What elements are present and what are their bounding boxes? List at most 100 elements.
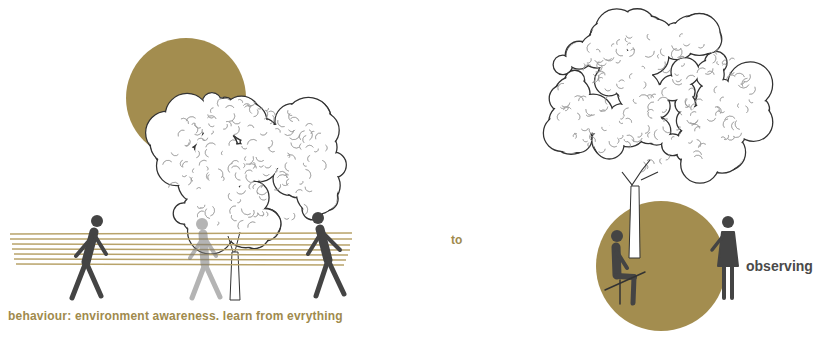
crown-lobe: [563, 117, 589, 143]
crown-texture: [296, 190, 303, 193]
crown-texture: [601, 110, 605, 112]
crown-texture: [679, 57, 684, 61]
crown-texture: [304, 204, 308, 214]
crown-texture: [210, 108, 213, 113]
crown-texture: [689, 88, 694, 90]
sitting-person: [605, 230, 645, 304]
crown-lobe: [257, 209, 279, 231]
crown-texture: [560, 107, 564, 109]
crown-texture: [620, 135, 623, 139]
crown-fill: [641, 20, 671, 50]
crown-texture: [248, 210, 254, 217]
crown-lobe: [680, 122, 711, 153]
crown-texture: [579, 96, 587, 101]
crown-texture: [278, 120, 285, 127]
crown-fill: [241, 126, 271, 156]
crown-fill: [196, 172, 223, 199]
crown-lobe: [195, 128, 239, 172]
crown-lobe: [191, 156, 228, 193]
crown-fill: [683, 128, 716, 161]
crown-fill: [162, 143, 192, 173]
crown-texture: [685, 104, 689, 107]
path-lines: [10, 233, 352, 265]
crown-texture: [595, 60, 603, 63]
crown-lobe: [178, 160, 222, 204]
crown-fill: [303, 113, 338, 148]
crown-texture: [679, 56, 685, 59]
crown-texture: [631, 49, 635, 51]
crown-texture: [715, 107, 719, 110]
crown-texture: [716, 49, 719, 55]
crown-lobe: [623, 96, 649, 122]
crown-lobe: [565, 70, 585, 90]
crown-texture: [722, 64, 727, 66]
crown-fill: [555, 104, 588, 137]
crown-lobe: [280, 129, 318, 167]
crown-texture: [217, 222, 219, 225]
crown-fill: [592, 24, 613, 45]
crown-texture: [565, 106, 568, 110]
crown-texture: [265, 165, 271, 168]
crown-lobe: [206, 129, 237, 160]
crown-fill: [660, 24, 695, 59]
crown-lobe: [221, 106, 240, 125]
crown-lobe: [275, 104, 311, 140]
crown-fill: [619, 70, 638, 89]
crown-fill: [702, 133, 741, 172]
crown-fill: [707, 101, 739, 133]
crown-lobe: [214, 176, 240, 202]
crown-fill: [179, 161, 221, 203]
crown-fill: [729, 63, 771, 105]
crown-lobe: [198, 98, 242, 142]
crown-texture: [228, 193, 232, 201]
crown-fill: [250, 143, 276, 169]
crown-lobe: [640, 19, 672, 51]
crown-texture: [180, 160, 182, 167]
crown-lobe: [717, 92, 754, 129]
crown-texture: [300, 144, 302, 150]
crown-fill: [151, 123, 191, 163]
crown-fill: [308, 133, 335, 160]
crown-texture: [325, 145, 327, 151]
crown-fill: [562, 129, 579, 146]
crown-fill: [182, 193, 223, 234]
crown-fill: [566, 89, 585, 108]
crown-lobe: [622, 19, 659, 56]
crown-lobe: [643, 117, 671, 145]
crown-fill: [678, 20, 709, 51]
crown-fill: [568, 45, 587, 64]
crown-texture: [207, 116, 216, 119]
crown-fill: [566, 71, 583, 88]
crown-texture: [645, 125, 649, 133]
crown-lobe: [626, 81, 660, 115]
crown-texture: [260, 132, 267, 135]
crown-texture: [660, 49, 664, 56]
crown-texture: [221, 151, 222, 155]
crown-texture: [286, 179, 289, 186]
crown-fill: [232, 207, 257, 232]
crown-texture: [205, 209, 210, 219]
crown-lobe: [188, 208, 234, 254]
crown-fill: [677, 123, 720, 166]
crown-lobe: [174, 151, 197, 174]
crown-fill: [282, 158, 300, 176]
crown-texture: [587, 58, 591, 63]
crown-texture: [695, 99, 703, 103]
crown-lobe: [195, 171, 224, 200]
crown-texture: [627, 142, 630, 149]
crown-lobe: [686, 104, 723, 141]
crown-texture: [306, 145, 313, 147]
walking-person: [308, 212, 344, 296]
crown-texture: [728, 137, 735, 140]
crown-fill: [241, 144, 278, 181]
crown-lobe: [676, 122, 721, 167]
crown-fill: [220, 194, 247, 221]
crown-texture: [617, 84, 624, 89]
crown-texture: [253, 184, 256, 189]
crown-lobe: [218, 143, 262, 187]
crown-lobe: [187, 200, 226, 239]
crown-texture: [719, 110, 725, 113]
crown-fill: [644, 118, 670, 144]
crown-fill: [188, 201, 225, 238]
crown-texture: [275, 169, 277, 173]
